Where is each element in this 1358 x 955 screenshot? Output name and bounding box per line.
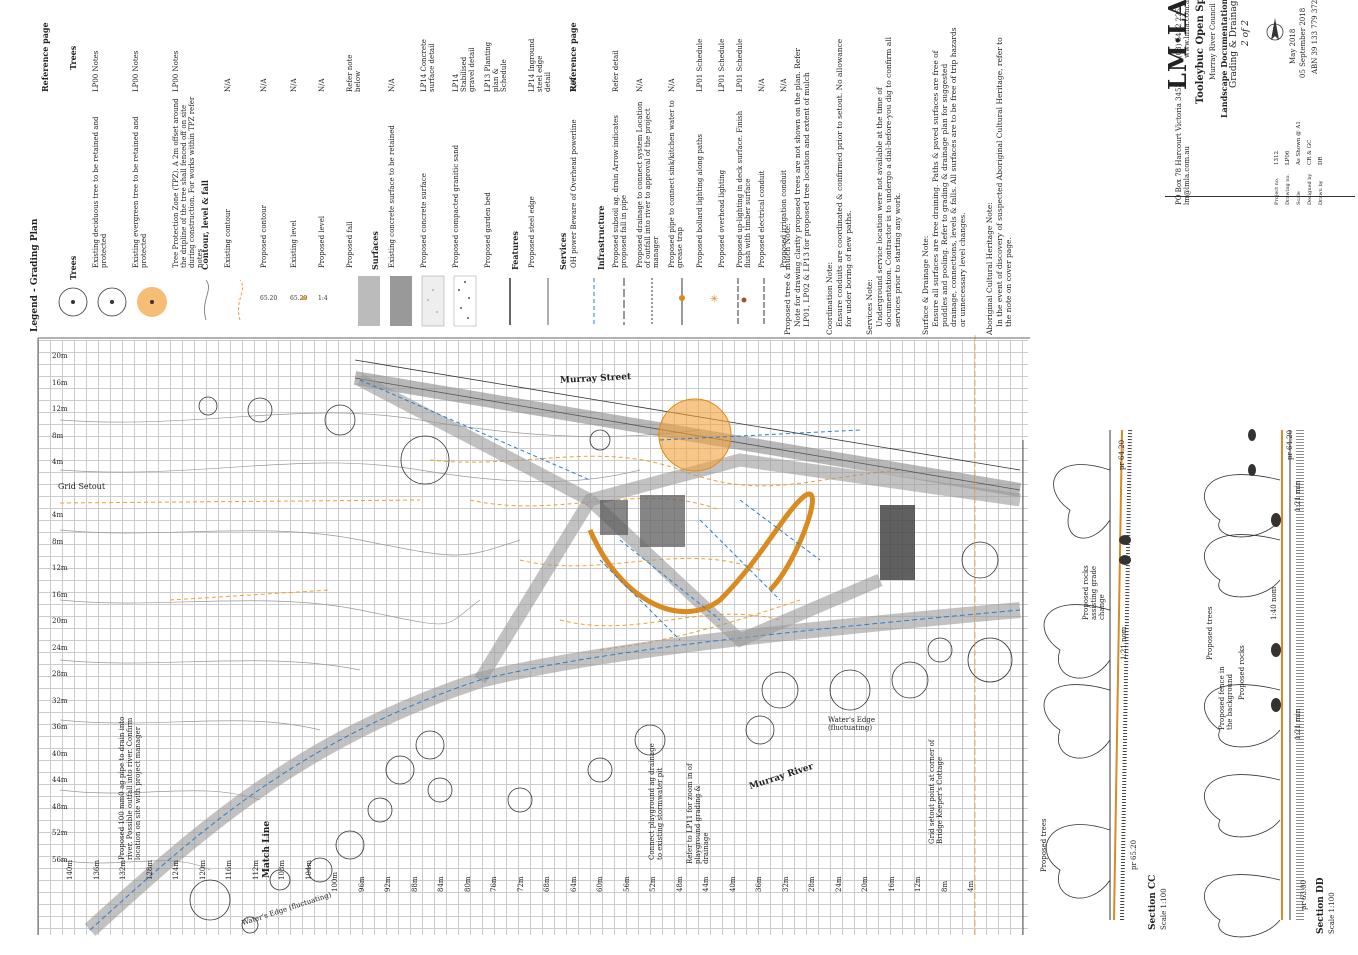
tb-field-value: As Shown @ A1 (1296, 121, 1302, 165)
cc-label-trees: Proposed trees (1040, 818, 1048, 872)
grid-label: 48m (52, 802, 68, 811)
grid-setout-label: Grid Setout (58, 482, 106, 491)
title-block: LM·LA PO Box 78 Harcourt Victoria 3453 l… (1163, 0, 1355, 215)
section-cc-scale: Scale 1:100 (1160, 888, 1168, 930)
waters-edge-label-2: Water's Edge (fluctuating) (828, 716, 876, 732)
grid-label: 16m (52, 378, 68, 387)
grid-label: 12m (52, 405, 68, 413)
tb-field-label: Designed by (1307, 173, 1313, 205)
grid-label: 20m (52, 617, 68, 625)
dd-label-level-2: pr 64.20 (1286, 429, 1294, 460)
central-path (474, 453, 1021, 684)
cc-label-rocks: Proposed rocks assisting grade change (1082, 565, 1106, 620)
grid-label: 52m (52, 829, 68, 837)
tb-field-label: Drawn by (1318, 180, 1324, 206)
legend-symbols: 65.20 65.20 1:4 ✳ (58, 275, 765, 327)
section-dd-title: Section DD (1316, 877, 1326, 934)
grid-label: 28m (52, 670, 68, 678)
grid-label: 4m (52, 458, 64, 466)
grid-label: 8m (52, 431, 64, 440)
grid-label: 36m (52, 723, 68, 731)
dd-label-rocks: Proposed rocks (1238, 645, 1246, 700)
existing-contours (59, 412, 701, 871)
north-arrow-icon (1266, 18, 1284, 41)
title-divider (1165, 196, 1355, 197)
dd-label-fence: Proposed fence in the background (1218, 666, 1234, 730)
tb-field-value: DR (1318, 156, 1324, 165)
section-cc-title: Section CC (1148, 874, 1158, 930)
dd-label-trees: Proposed trees (1206, 606, 1214, 660)
grid-label: 40m (52, 749, 68, 758)
grid-label: 8m (52, 537, 64, 546)
section-dd-scale: Scale 1:100 (1328, 892, 1336, 934)
ag-drains (359, 379, 861, 641)
dd-label-level-1: pr 63.00 (1300, 879, 1308, 910)
dd-label-slope-1: 1:21 min (1294, 708, 1302, 740)
playground-edge (587, 491, 815, 614)
cc-label-slope: 1:21 nom (1120, 626, 1128, 660)
tb-field-value: 1312 (1274, 151, 1280, 165)
cc-label-level-2: pr 64.20 (1118, 439, 1126, 470)
tb-field-label: Project no. (1274, 177, 1280, 205)
deck-structure (640, 495, 685, 547)
dd-label-slope-2: 1:40 nom (1270, 586, 1278, 620)
grid-label: 16m (52, 590, 68, 599)
cc-label-level-1: pr 65.20 (1130, 839, 1138, 870)
tpz-circle (659, 399, 731, 471)
svg-text:✳: ✳ (710, 294, 718, 305)
svg-text:65.20: 65.20 (290, 295, 307, 302)
tb-field-value: LP06 (1285, 150, 1291, 165)
grid-label: 56m (52, 855, 68, 864)
grid-label: 20m (52, 352, 68, 360)
tb-field-value: CR & GC (1307, 139, 1313, 165)
dd-label-slope-3: 1:21 min (1294, 480, 1302, 512)
grid-label: 32m (52, 696, 68, 705)
existing-trees (189, 396, 1013, 934)
upper-diagonal-path (356, 374, 594, 506)
grid-label: 4m (52, 511, 64, 519)
svg-text:65.20: 65.20 (260, 295, 277, 302)
grid-label: 44m (52, 776, 68, 784)
tb-field-label: Drawing no. (1285, 173, 1291, 205)
grid-label: 24m (52, 643, 68, 652)
tb-field-label: Scale (1296, 191, 1302, 205)
svg-text:1:4: 1:4 (318, 295, 328, 302)
grid-label: 12m (52, 564, 68, 572)
